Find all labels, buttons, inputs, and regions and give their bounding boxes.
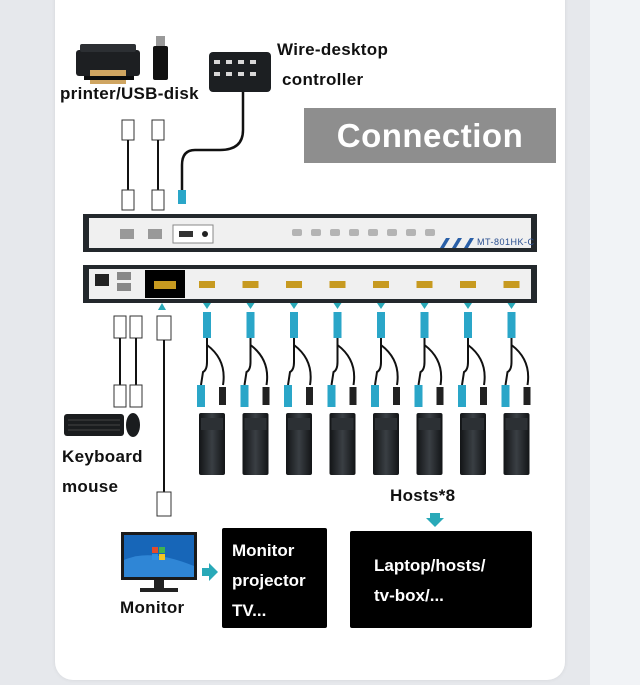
- usb-disk-icon: [153, 36, 168, 80]
- hdmi-port: [460, 281, 476, 288]
- host-devices-line2: tv-box/...: [374, 581, 508, 611]
- keyboard-label: Keyboard: [62, 447, 143, 467]
- host-connection: [502, 303, 531, 475]
- panel-button: [425, 229, 435, 236]
- controller-cable-plug: [178, 190, 186, 204]
- usb-cable-printer: [122, 120, 134, 210]
- mouse-icon: [126, 413, 140, 437]
- hdmi-port: [330, 281, 346, 288]
- printer-icon: [76, 44, 140, 84]
- peripheral-label: printer/USB-disk: [60, 84, 199, 104]
- host-devices-box: Laptop/hosts/ tv-box/...: [350, 531, 532, 628]
- host-connection: [328, 303, 357, 475]
- hdmi-port: [243, 281, 259, 288]
- hdmi-port: [373, 281, 389, 288]
- host-connection: [458, 303, 487, 475]
- host-connection: [241, 303, 270, 475]
- display-devices-box: Monitor projector TV...: [222, 528, 327, 628]
- host-connection: [284, 303, 313, 475]
- keyboard-icon: [64, 414, 124, 436]
- controller-cable: [182, 92, 243, 195]
- hosts-count-label: Hosts*8: [390, 486, 455, 506]
- panel-button: [368, 229, 378, 236]
- panel-button: [330, 229, 340, 236]
- host-connection: [415, 303, 444, 475]
- usb-cable-disk: [152, 120, 164, 210]
- keyboard-mouse-cables: [114, 316, 142, 407]
- mouse-label: mouse: [62, 477, 118, 497]
- model-label: MT-801HK-C: [477, 237, 535, 247]
- host-devices-line1: Laptop/hosts/: [374, 551, 508, 581]
- hdmi-port: [504, 281, 520, 288]
- panel-button: [349, 229, 359, 236]
- desktop-controller-icon: [209, 52, 271, 92]
- host-connection: [371, 303, 400, 475]
- monitor-icon: [121, 532, 197, 592]
- hdmi-port: [417, 281, 433, 288]
- controller-label-line2: controller: [282, 70, 363, 90]
- controller-label-line1: Wire-desktop: [277, 40, 388, 60]
- host-connection: [197, 303, 226, 475]
- panel-button: [311, 229, 321, 236]
- monitor-cable: [157, 303, 171, 516]
- display-devices-line3: TV...: [232, 596, 317, 626]
- panel-button: [387, 229, 397, 236]
- hdmi-port: [199, 281, 215, 288]
- hdmi-port: [286, 281, 302, 288]
- arrow-down-icon: [426, 513, 444, 527]
- monitor-label: Monitor: [120, 598, 184, 618]
- arrow-right-icon: [202, 563, 218, 581]
- panel-button: [406, 229, 416, 236]
- connection-banner: Connection: [304, 108, 556, 163]
- kvm-rear-panel: [83, 265, 537, 303]
- display-devices-line2: projector: [232, 566, 317, 596]
- panel-button: [292, 229, 302, 236]
- display-devices-line1: Monitor: [232, 536, 317, 566]
- kvm-front-panel: [83, 214, 537, 252]
